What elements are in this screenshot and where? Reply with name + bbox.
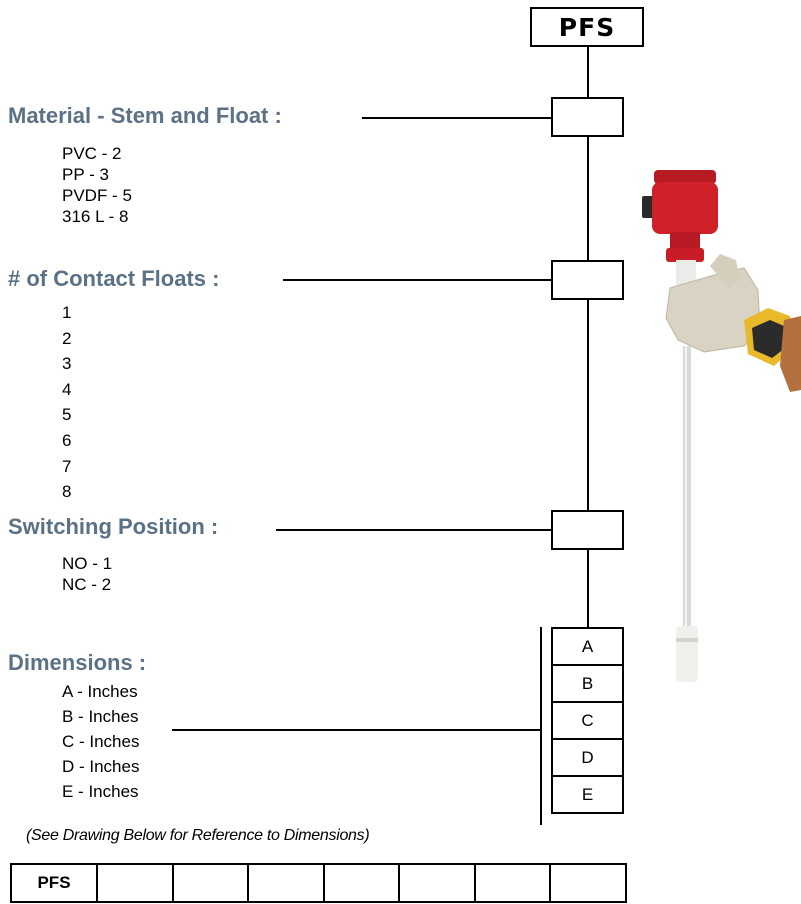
glove-cuff-trim [752,320,788,358]
order-code-prefix: PFS [37,873,71,892]
float-count-option: 7 [62,456,72,476]
dimensions-connector [172,729,540,731]
material-options: PVC - 2 PP - 3 PVDF - 5 316 L - 8 [62,143,132,227]
switching-heading: Switching Position : [8,514,219,539]
spine-line [587,47,589,627]
material-connector [362,117,552,119]
order-code-cell[interactable] [96,865,172,901]
material-option: PVDF - 5 [62,186,132,205]
dimension-boxes: A B C D E [551,627,624,814]
dimension-option: C - Inches [62,732,140,751]
order-code-row: PFS [10,863,627,903]
float-count-option: 8 [62,482,72,502]
order-code-cell[interactable] [549,865,625,901]
float-count-option: 1 [62,303,72,322]
housing-body [652,182,718,234]
dimension-cell[interactable]: D [551,738,624,777]
model-code: PFS [558,12,616,42]
order-code-cell[interactable] [247,865,323,901]
switching-option: NC - 2 [62,575,112,594]
housing-lid [654,170,716,184]
float-count-option: 2 [62,328,72,348]
glove-finger [710,254,740,288]
contact-floats-options: 1 2 3 4 5 6 7 8 [62,300,71,505]
stem-highlight [685,346,687,628]
float-band [676,638,698,642]
dimension-option: E - Inches [62,782,139,801]
float-count-option: 5 [62,405,72,425]
float-count-option: 3 [62,354,72,374]
material-selection-box[interactable] [551,97,624,137]
housing-neck [670,232,700,252]
order-code-cell[interactable] [473,865,550,901]
bottom-float [676,626,698,682]
switching-selection-box[interactable] [551,510,624,550]
dimension-option: B - Inches [62,707,139,726]
contact-floats-selection-box[interactable] [551,260,624,300]
dimension-option: A - Inches [62,682,138,701]
dimension-cell[interactable]: B [551,664,624,703]
dimensions-bracket [540,627,542,825]
float-count-option: 4 [62,379,72,399]
material-option: 316 L - 8 [62,207,129,226]
contact-floats-heading: # of Contact Floats : [8,266,220,291]
switching-connector [276,529,552,531]
contact-floats-connector [283,279,552,281]
dimension-cell[interactable]: C [551,701,624,740]
material-option: PVC - 2 [62,144,122,163]
switching-options: NO - 1 NC - 2 [62,553,112,595]
float-switch-illustration [642,170,801,682]
forearm [780,316,801,392]
dimensions-heading: Dimensions : [8,650,147,675]
switching-option: NO - 1 [62,554,113,573]
model-code-box: PFS [530,7,644,47]
dimension-cell[interactable]: E [551,775,624,814]
housing-ring [666,248,704,262]
reference-note: (See Drawing Below for Reference to Dime… [26,827,370,844]
material-heading: Material - Stem and Float : [8,103,282,128]
order-code-cell[interactable] [322,865,399,901]
order-code-cell[interactable] [398,865,474,901]
order-code-cell[interactable] [171,865,248,901]
material-option: PP - 3 [62,165,109,184]
dimension-cell[interactable]: A [551,627,624,666]
dimension-option: D - Inches [62,757,140,776]
float-count-option: 6 [62,430,72,450]
dimension-options: A - Inches B - Inches C - Inches D - Inc… [62,679,139,804]
